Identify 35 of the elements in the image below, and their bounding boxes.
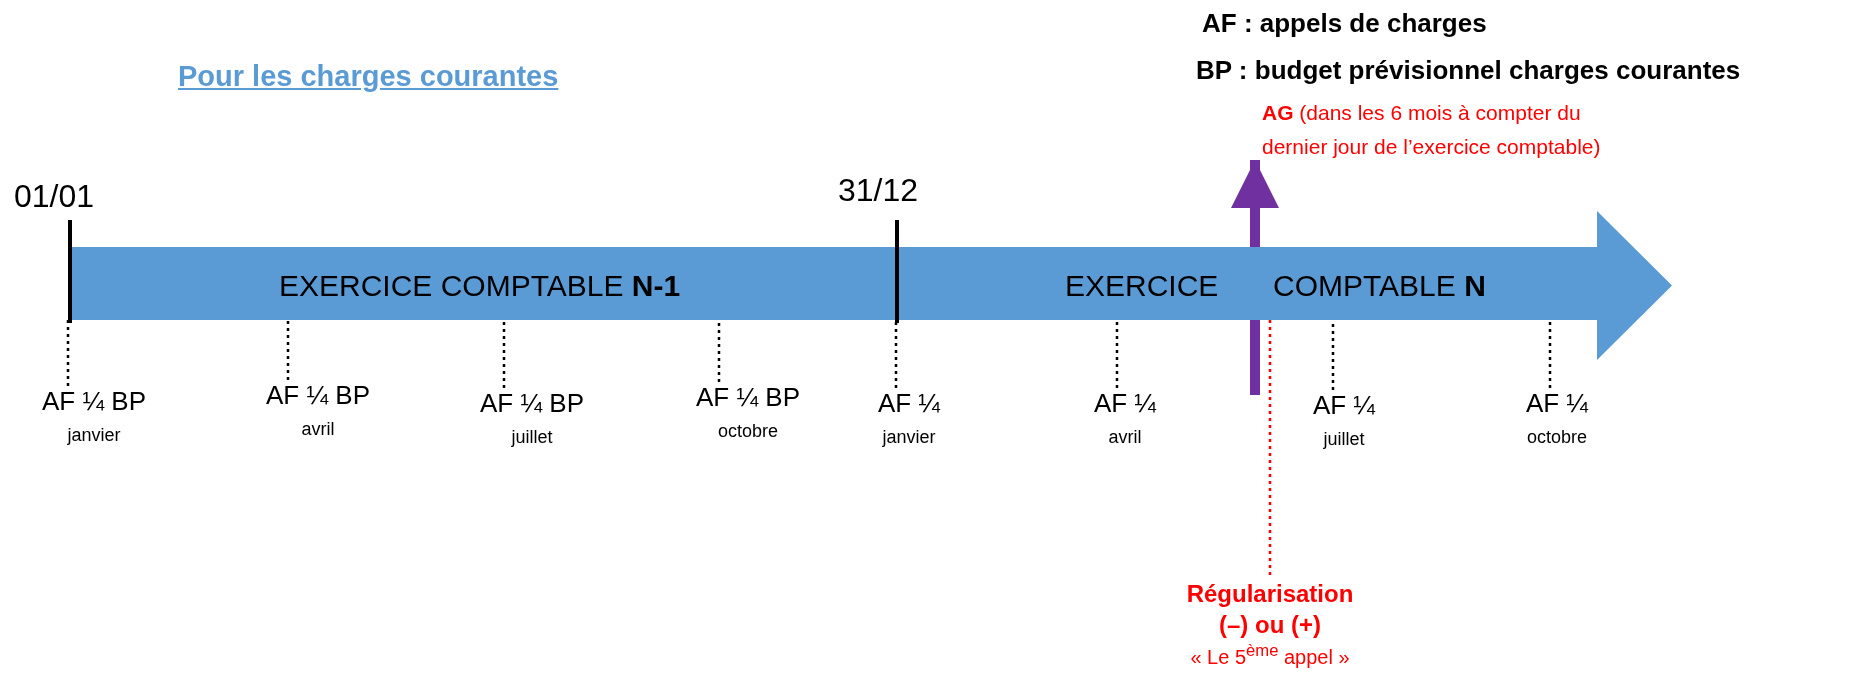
month-label: octobre — [1526, 427, 1587, 449]
leader-line — [1268, 320, 1272, 578]
month-label: juillet — [1323, 429, 1365, 451]
leader-line — [502, 320, 506, 388]
date-label: 01/01 — [14, 178, 95, 215]
leader-line — [1548, 320, 1552, 388]
date-label: 31/12 — [838, 172, 919, 209]
annotation-text: AG (dans les 6 mois à compter du dernier jour de l’exercice comptable) — [1262, 100, 1602, 160]
month-label: octobre — [717, 421, 778, 443]
month-label: avril — [301, 419, 335, 441]
band-text: EXERCICE — [1065, 269, 1219, 303]
charge-call-label: AF ¼ BP — [695, 382, 800, 414]
key-text: AF : appels de charges — [1202, 8, 1487, 39]
charge-call-label: AF ¼ — [1093, 388, 1157, 420]
heading: Pour les charges courantes — [178, 60, 559, 93]
charge-call-label: AF ¼ — [1525, 388, 1589, 420]
charge-call-label: AF ¼ — [877, 388, 941, 420]
month-label: avril — [1108, 427, 1142, 449]
charge-call-label: AF ¼ BP — [265, 380, 370, 412]
leader-line — [717, 320, 721, 382]
leader-line — [286, 320, 290, 380]
annotation-text: « Le 5$^{ème}$ appel » — [1190, 640, 1350, 671]
band-text: COMPTABLE N — [1273, 269, 1486, 303]
key-text: BP : budget prévisionnel charges courantes — [1196, 55, 1741, 86]
charge-call-label: AF ¼ BP — [41, 386, 146, 418]
month-label: juillet — [511, 427, 553, 449]
month-label: janvier — [67, 425, 121, 447]
charge-call-label: AF ¼ BP — [479, 388, 584, 420]
annotation-text: Régularisation (–) ou (+) — [1185, 579, 1355, 641]
leader-line — [66, 320, 70, 386]
month-label: janvier — [882, 427, 936, 449]
leader-line — [894, 320, 898, 388]
charge-call-label: AF ¼ — [1312, 390, 1376, 422]
band-text: EXERCICE COMPTABLE N-1 — [279, 269, 681, 303]
leader-line — [1115, 320, 1119, 388]
